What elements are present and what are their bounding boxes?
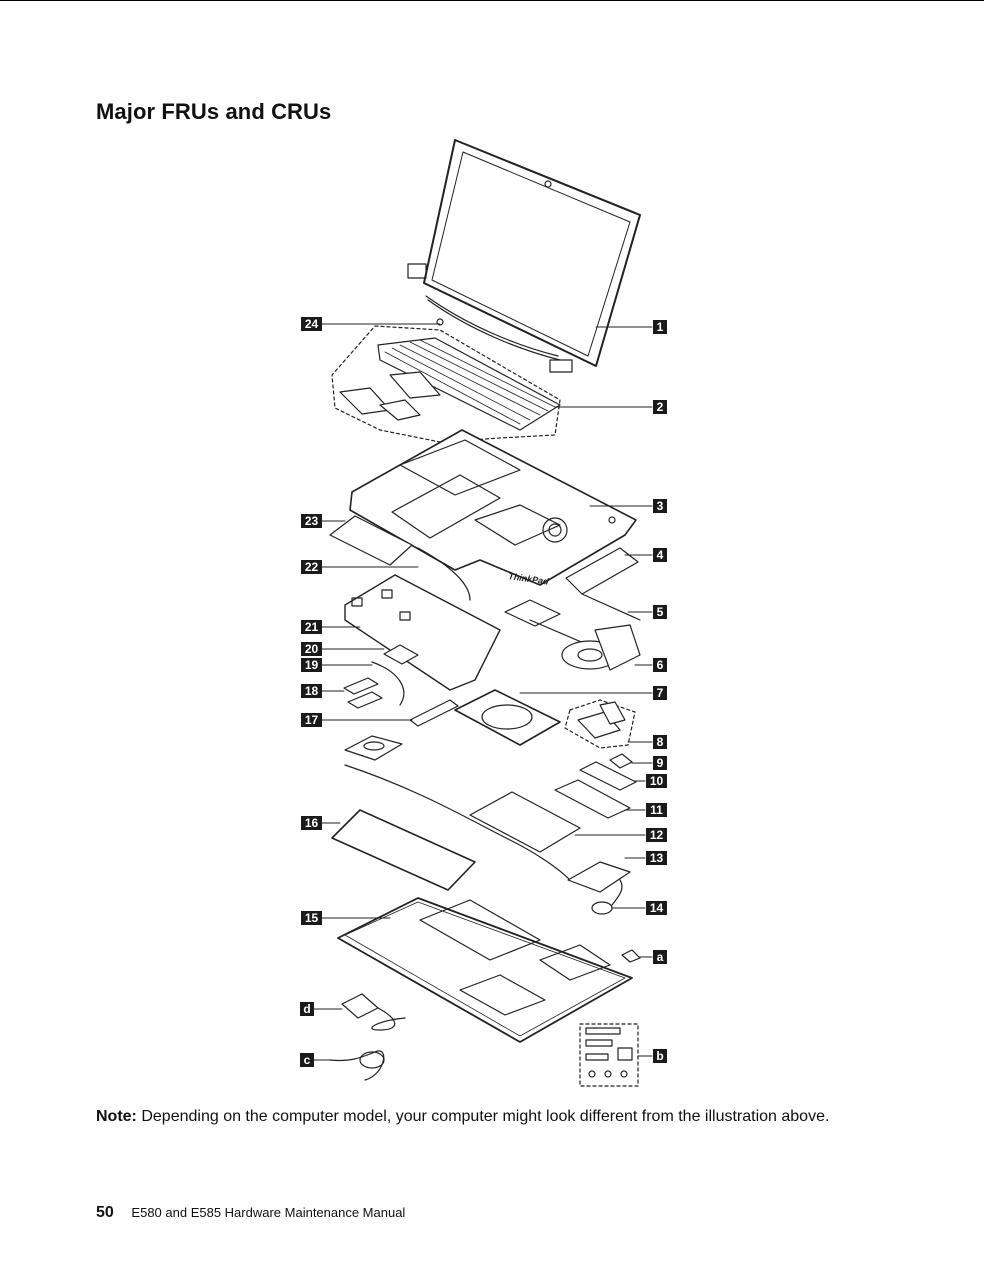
page-title: Major FRUs and CRUs (96, 99, 332, 124)
wlan-card-illustration (609, 753, 633, 769)
callout-16: 16 (301, 816, 322, 830)
connector-illustration (409, 699, 459, 727)
memory-modules-illustration (343, 677, 383, 709)
fan-illustration (504, 599, 641, 671)
callout-a: a (653, 950, 667, 964)
callout-d: d (300, 1002, 314, 1016)
callout-11: 11 (646, 803, 667, 817)
small-bracket-illustration (621, 949, 641, 963)
base-cover-illustration (337, 897, 633, 1043)
battery-illustration (331, 809, 476, 891)
page-footer: 50 E580 and E585 Hardware Maintenance Ma… (96, 1204, 405, 1222)
cable-19-illustration (371, 661, 405, 706)
callout-17: 17 (301, 713, 322, 727)
system-board-illustration (344, 574, 501, 691)
keyboard-illustration (331, 318, 561, 443)
coin-battery-illustration (591, 879, 623, 915)
callout-6: 6 (653, 658, 667, 672)
manual-title: E580 and E585 Hardware Maintenance Manua… (131, 1205, 406, 1220)
callout-2: 2 (653, 400, 667, 414)
io-board-illustration (565, 547, 639, 595)
callout-22: 22 (301, 560, 322, 574)
ssd-bracket-illustration (554, 779, 631, 819)
callout-8: 8 (653, 735, 667, 749)
callout-21: 21 (301, 620, 322, 634)
note-label: Note: (96, 1108, 137, 1125)
note-paragraph: Note: Depending on the computer model, y… (96, 1108, 829, 1126)
callout-14: 14 (646, 901, 667, 915)
callout-15: 15 (301, 911, 322, 925)
keyboard-bezel-illustration (349, 429, 637, 586)
callout-5: 5 (653, 605, 667, 619)
speaker-right-illustration (567, 861, 631, 893)
callout-b: b (653, 1049, 667, 1063)
callout-9: 9 (653, 756, 667, 770)
callout-1: 1 (653, 320, 667, 334)
top-rule (0, 0, 984, 1)
callout-7: 7 (653, 686, 667, 700)
note-text: Depending on the computer model, your co… (141, 1108, 830, 1125)
hdd-bracket-illustration (469, 791, 581, 853)
page-number: 50 (96, 1204, 114, 1221)
power-cord-illustration (329, 1050, 385, 1081)
callout-4: 4 (653, 548, 667, 562)
ssd-card-illustration (579, 761, 637, 791)
cable-illustration (417, 547, 471, 601)
io-cable-illustration (581, 593, 641, 621)
callout-12: 12 (646, 828, 667, 842)
callout-18: 18 (301, 684, 322, 698)
callout-10: 10 (646, 774, 667, 788)
ac-adapter-illustration (341, 993, 406, 1031)
callout-3: 3 (653, 499, 667, 513)
lcd-unit-illustration (407, 139, 641, 373)
callout-13: 13 (646, 851, 667, 865)
label-kit-illustration (579, 1023, 639, 1087)
touchpad-illustration (329, 515, 413, 566)
callout-20: 20 (301, 642, 322, 656)
hard-disk-illustration (454, 689, 561, 746)
callout-19: 19 (301, 658, 322, 672)
callout-23: 23 (301, 514, 322, 528)
callout-c: c (300, 1053, 314, 1067)
memory-card-illustration (383, 644, 419, 665)
callout-24: 24 (301, 317, 322, 331)
speaker-left-illustration (344, 735, 403, 761)
bracket-illustration (564, 699, 636, 749)
speaker-cable-illustration (344, 764, 571, 881)
